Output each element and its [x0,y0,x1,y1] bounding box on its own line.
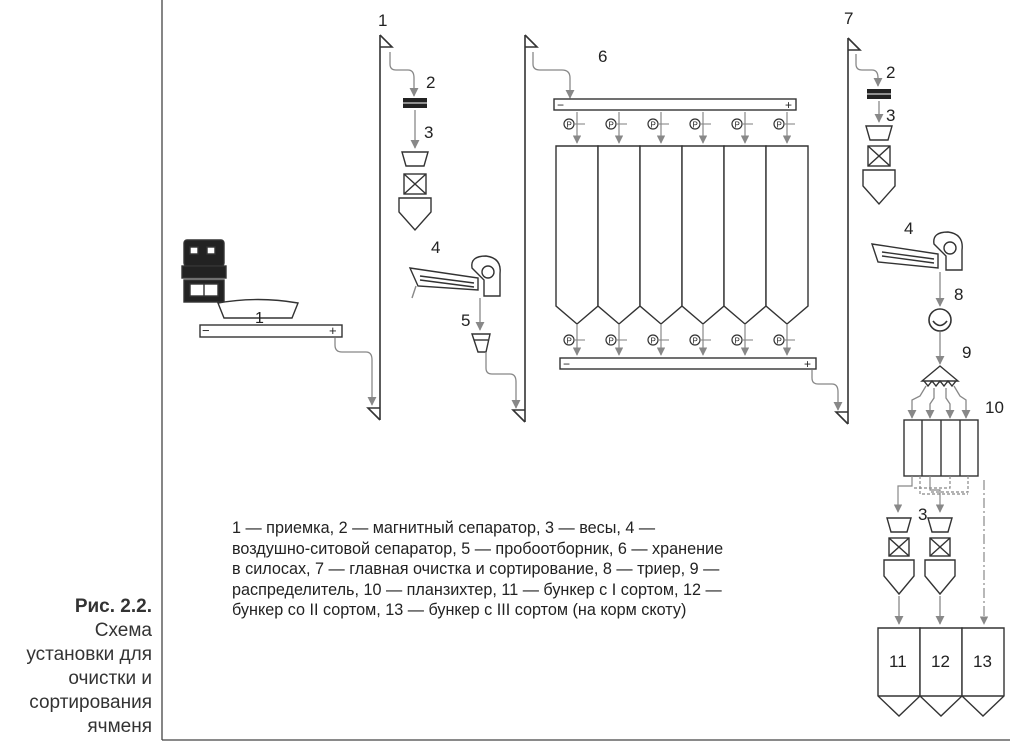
svg-text:−: − [563,357,570,371]
silo-outlet-valve-label: P [651,337,656,346]
elevator-2 [511,34,539,423]
silo-inlet-valve-label: P [735,121,740,130]
legend-line: 1 — приемка, 2 — магнитный сепаратор, 3 … [232,519,656,537]
scales-c-2 [924,517,956,596]
arrow-elev1-to-magnet [389,52,419,97]
magnetic-separator-b [867,89,891,99]
distributor [920,365,960,388]
label-2-b: 2 [886,63,895,82]
scales-c-1 [883,517,915,596]
silo [765,145,809,325]
figure-frame [161,0,1010,741]
legend: 1 — приемка, 2 — магнитный сепаратор, 3 … [232,518,812,621]
silo-bottom-conveyor: − + [559,357,817,371]
silo-bank: P P P P P P P P P P P P [555,112,809,356]
arrow-elev2-to-storage [532,52,575,99]
bins [877,627,1005,717]
air-sieve-separator-b [870,231,963,271]
silo-outlet-valve-label: P [777,337,782,346]
svg-text:+: + [804,357,811,371]
label-3-b: 3 [886,106,895,125]
bin-13 [961,627,1005,717]
label-10: 10 [985,398,1004,417]
label-1: 1 [378,11,387,30]
legend-line: распределитель, 10 — планзихтер, 11 — бу… [232,580,722,599]
arrow-elev3-to-magnet [855,54,883,87]
label-12: 12 [931,652,950,671]
scales-b [862,125,896,206]
silo-inlet-valve-label: P [651,121,656,130]
silo [681,145,725,325]
magnetic-separator-a [403,98,427,108]
label-2-a: 2 [426,73,435,92]
silo-inlet-valve-label: P [777,121,782,130]
legend-line: воздушно-ситовой сепаратор, 5 — пробоотб… [232,539,724,558]
svg-text:+: + [785,98,792,112]
plansifter-outputs [893,476,989,625]
label-4-b: 4 [904,219,913,238]
elevator-3 [834,37,862,425]
legend-line: в силосах, 7 — главная очистка и сортиро… [232,560,720,578]
silo-outlet-valve-label: P [609,337,614,346]
label-4-a: 4 [431,238,440,257]
air-sieve-separator-a [408,255,501,299]
label-7: 7 [844,9,853,28]
label-3-a: 3 [424,123,433,142]
conveyor-minus: − [202,323,210,338]
conveyor-plus: + [329,323,337,338]
label-6: 6 [598,47,607,66]
silo-inlet-valve-label: P [567,121,572,130]
silo-inlet-valve-label: P [693,121,698,130]
silo-inlet-valve-label: P [609,121,614,130]
elevator-1 [366,34,394,421]
caption-line: установки для [26,644,152,665]
caption-title: Рис. 2.2. [74,596,152,617]
bin-11 [877,627,921,717]
silo-outlet-valve-label: P [735,337,740,346]
silo [723,145,767,325]
silo-outlet-valve-label: P [567,337,572,346]
svg-text:−: − [557,98,564,112]
label-8: 8 [954,285,963,304]
sampler [471,333,491,353]
distributor-arrows [907,385,971,419]
legend-line: бункер со II сортом, 13 — бункер с III с… [232,601,687,619]
label-13: 13 [973,652,992,671]
label-11: 11 [889,652,907,671]
reception-truck [181,239,299,319]
silo-outlet-valve-label: P [693,337,698,346]
reception-conveyor: − + 1 [199,310,343,338]
bin-12 [919,627,963,717]
caption-line: Схема [94,620,152,641]
silo-top-conveyor: − + [553,98,797,112]
scales-a [398,151,432,232]
caption-line: сортирования [29,692,152,713]
label-9: 9 [962,343,971,362]
arrow-sampler-to-elevator2 [485,352,521,409]
caption-line: ячменя [87,716,152,737]
silo [597,145,641,325]
label-5: 5 [461,311,470,330]
figure-caption: Рис. 2.2. Схема установки для очистки и … [0,595,152,739]
trier [928,308,952,332]
caption-line: очистки и [68,668,152,689]
silo [555,145,599,325]
arrow-reception-to-elevator1 [334,338,377,406]
label-3-c: 3 [918,505,927,524]
label-1-reception: 1 [255,310,264,327]
silo [639,145,683,325]
arrow-storage-to-elevator3 [811,370,843,411]
plansifter [903,419,979,477]
